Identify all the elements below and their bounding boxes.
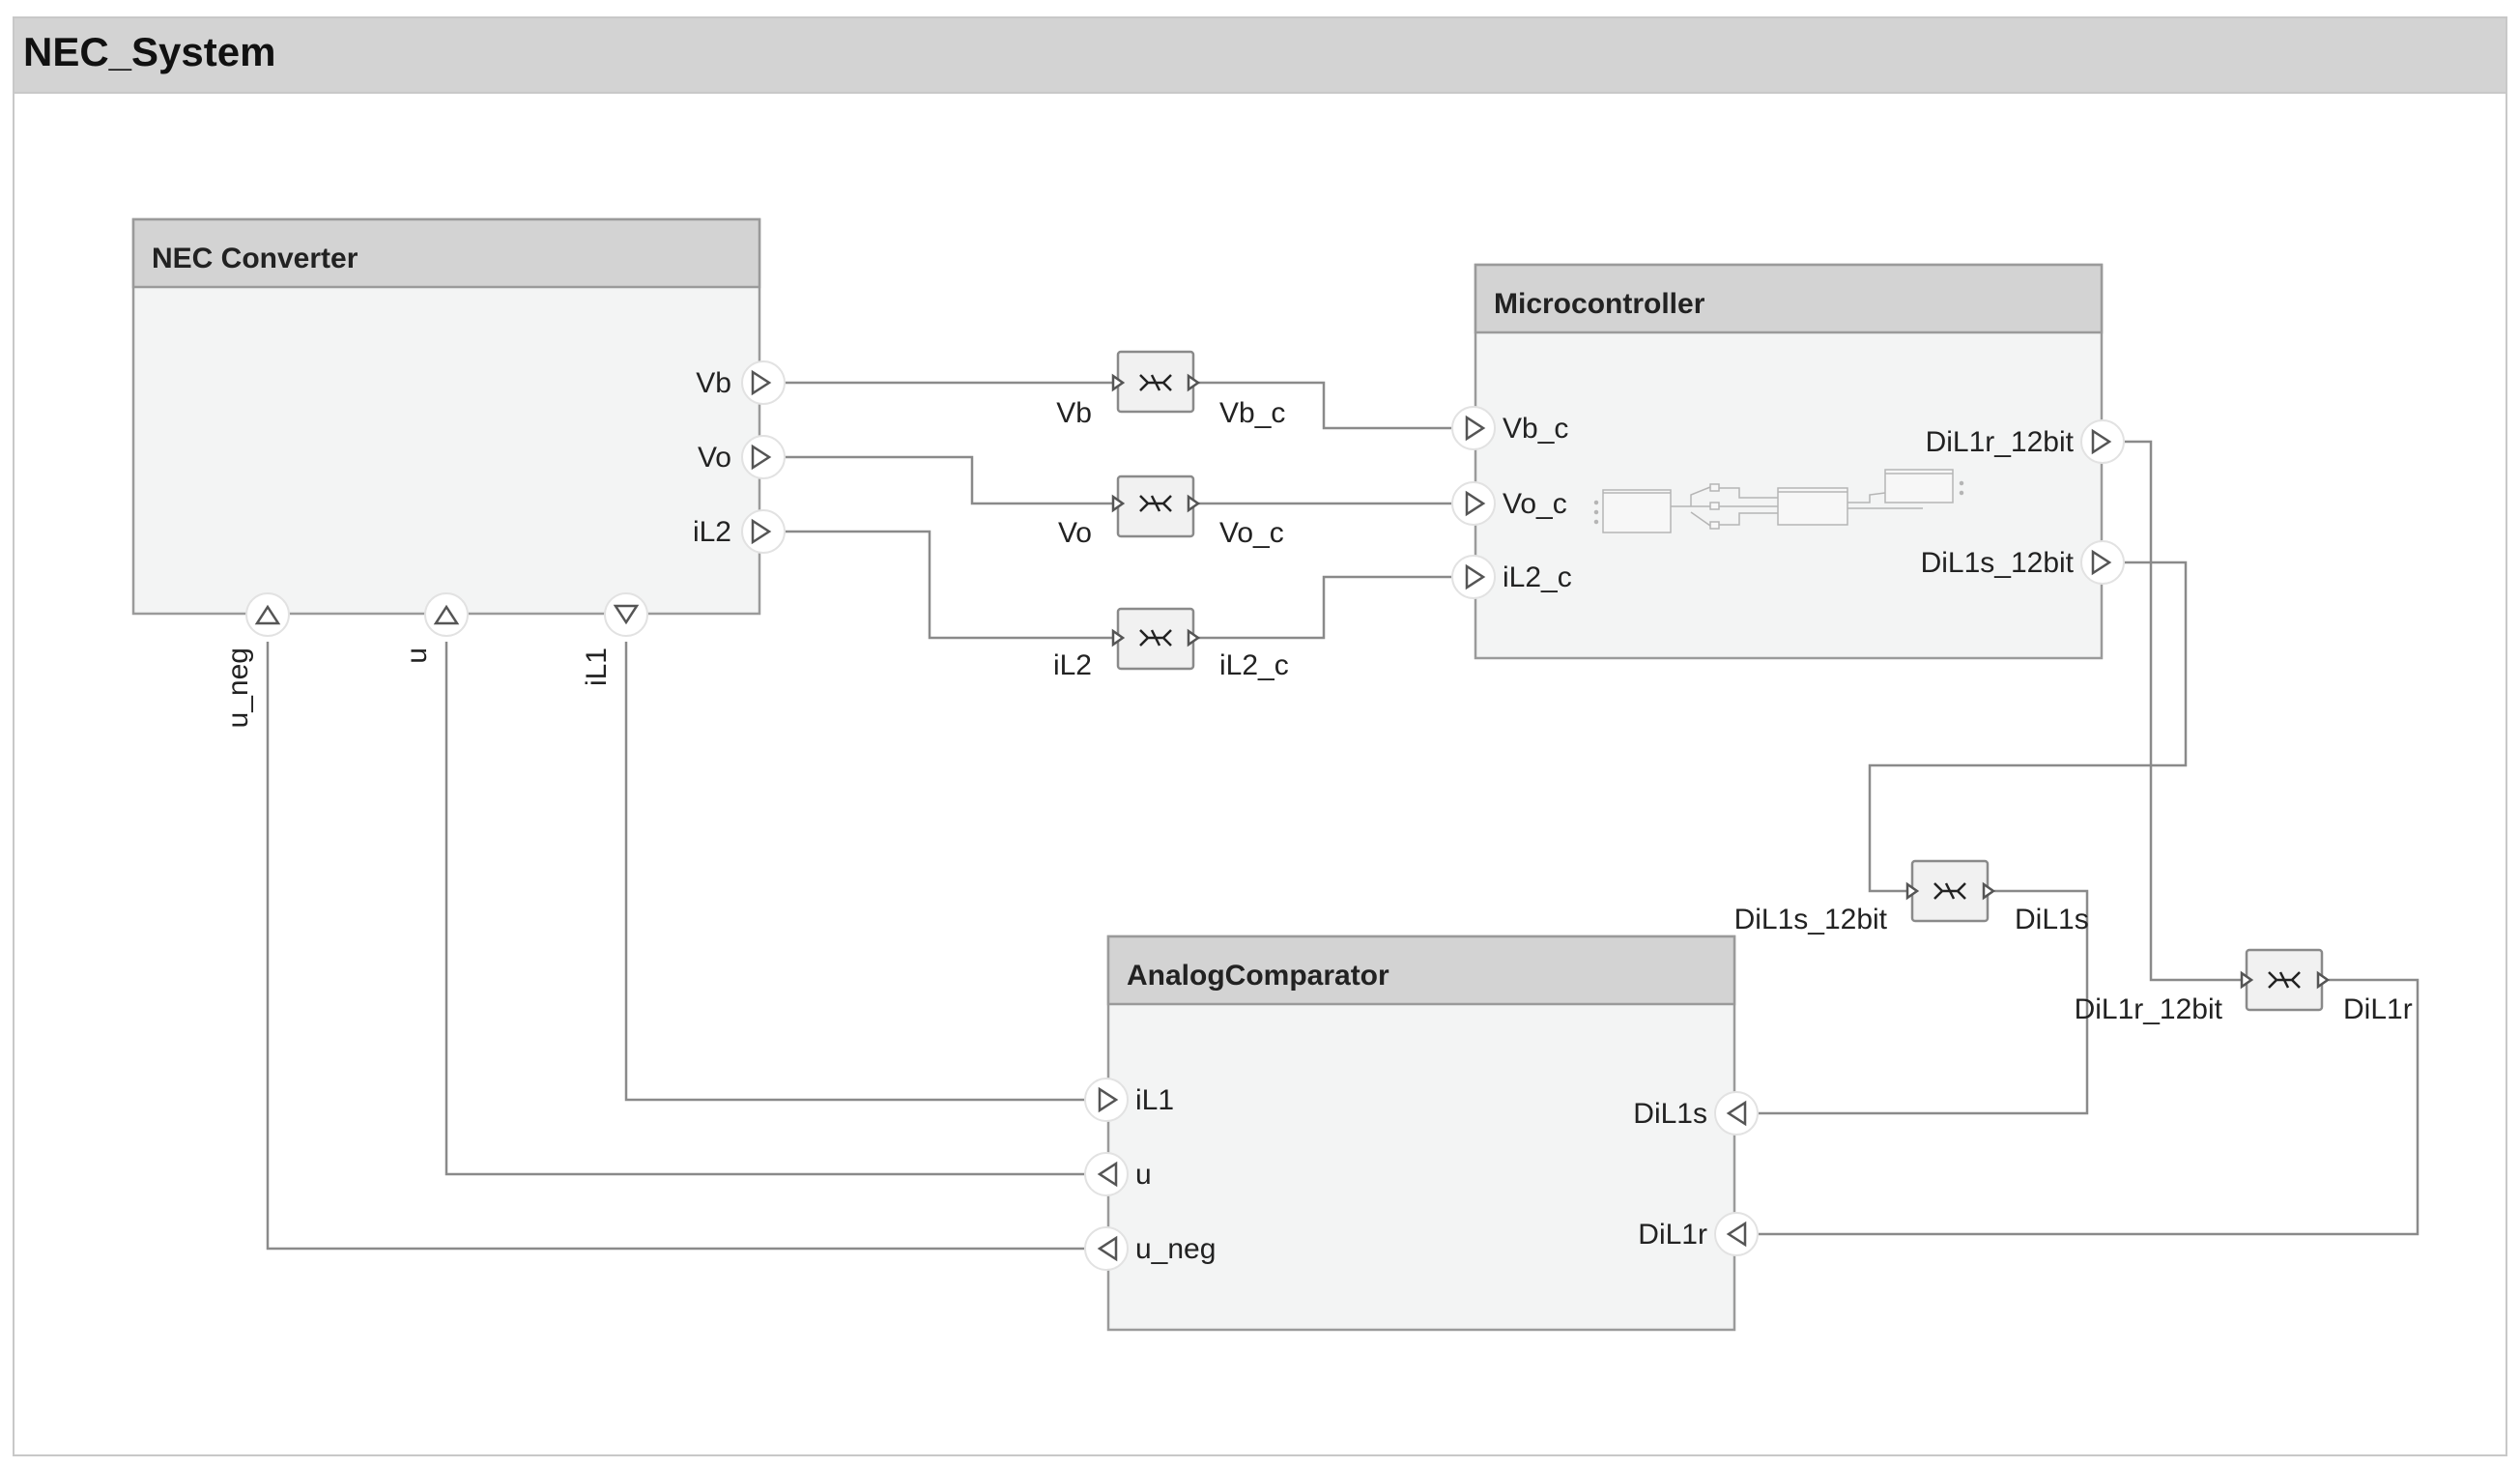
adapter-in-label: Vo [1058,517,1092,549]
triangle-up-icon [254,604,281,625]
component-title: AnalogComparator [1127,960,1389,992]
port-label: Vb [696,367,731,399]
component-nec-converter[interactable]: NEC Converter Vb Vo iL2 u_neg u [131,217,786,728]
port-label: u_neg [1135,1233,1216,1265]
adapter-icon [1139,374,1172,391]
adapter-in-label: iL2 [1053,649,1092,681]
port-label: u [401,647,433,664]
port-il2-c[interactable]: iL2_c [1451,555,1572,599]
port-dil1s-12bit[interactable]: DiL1s_12bit [1921,540,2125,585]
adapter-icon [1139,495,1172,512]
port-label: Vo_c [1503,488,1567,520]
port-u-in[interactable]: u [1084,1152,1152,1196]
adapter-out-label: iL2_c [1219,649,1289,681]
port-u-neg[interactable]: u_neg [222,592,290,728]
wire-u-neg[interactable] [266,642,1086,1251]
component-title: NEC Converter [152,243,358,274]
adapter-vb[interactable]: Vb Vb_c [1056,350,1285,429]
port-dil1r-12bit[interactable]: DiL1r_12bit [1926,419,2125,464]
triangle-right-icon [751,444,772,471]
wire-vo[interactable] [785,455,1113,505]
triangle-right-icon [1465,490,1486,517]
triangle-right-icon [2091,428,2112,455]
wire-vb-c[interactable] [1198,381,1451,430]
adapter-dil1s[interactable]: DiL1s_12bit DiL1s [1734,859,2089,935]
component-analog-comparator[interactable]: AnalogComparator iL1 u u_neg DiL1s DiL1r [1084,935,1759,1332]
port-vb-c[interactable]: Vb_c [1451,406,1568,450]
model-title: NEC_System [23,29,275,74]
wire-il1[interactable] [624,642,1086,1102]
port-label: Vb_c [1503,413,1568,445]
wire-il2-c[interactable] [1198,575,1451,640]
port-label: DiL1s [1633,1098,1707,1130]
inner-content-thumbnail [1593,469,1964,533]
adapter-in-label: DiL1r_12bit [2075,993,2223,1025]
wire-u[interactable] [444,642,1086,1176]
adapter-in-label: DiL1s_12bit [1734,904,1888,935]
triangle-down-icon [613,604,640,625]
triangle-right-icon [751,369,772,396]
wire-dil1r[interactable] [1759,978,2420,1236]
port-label: iL2 [693,516,731,548]
wire-il2[interactable] [785,530,1113,640]
port-label: iL1 [1135,1084,1174,1116]
component-microcontroller[interactable]: Microcontroller Vb_c Vo_c iL2_c DiL1r_12… [1451,263,2125,660]
wire-dil1s[interactable] [1759,889,2089,1115]
triangle-up-icon [433,604,460,625]
adapter-icon [2268,971,2301,989]
triangle-right-icon [1465,563,1486,590]
triangle-right-icon [2091,549,2112,576]
adapter-out-label: DiL1s [2015,904,2089,935]
port-vo-c[interactable]: Vo_c [1451,481,1567,526]
port-dil1s[interactable]: DiL1s [1633,1091,1759,1136]
adapter-in-label: Vb [1056,397,1092,429]
adapter-vo[interactable]: Vo Vo_c [1058,475,1284,549]
triangle-left-icon [1726,1221,1747,1248]
port-label: iL2_c [1503,561,1572,593]
adapter-icon [1139,629,1172,647]
port-label: DiL1s_12bit [1921,547,2075,579]
triangle-right-icon [1465,415,1486,442]
port-il1[interactable]: iL1 [581,592,648,686]
port-u-neg-in[interactable]: u_neg [1084,1226,1216,1271]
port-label: DiL1r [1638,1219,1707,1251]
adapter-dil1r[interactable]: DiL1r_12bit DiL1r [2075,948,2413,1025]
wire-dil1r-12bit[interactable] [2124,440,2242,982]
adapter-icon [1933,882,1966,900]
model-title-bar [13,16,2507,94]
port-label: iL1 [581,647,613,686]
triangle-right-icon [1098,1086,1119,1113]
adapter-out-label: Vo_c [1219,517,1284,549]
triangle-right-icon [751,518,772,545]
port-dil1r[interactable]: DiL1r [1638,1212,1759,1256]
port-vo[interactable]: Vo [698,435,786,479]
port-label: u [1135,1159,1152,1191]
triangle-left-icon [1726,1100,1747,1127]
port-label: Vo [698,442,731,474]
triangle-left-icon [1097,1161,1118,1188]
component-title: Microcontroller [1494,288,1705,320]
adapter-out-label: Vb_c [1219,397,1285,429]
port-il2[interactable]: iL2 [693,509,786,554]
connections [266,381,2420,1251]
adapter-out-label: DiL1r [2343,993,2413,1025]
port-u[interactable]: u [401,592,469,664]
wire-dil1s-12bit[interactable] [1868,561,2188,893]
port-label: DiL1r_12bit [1926,426,2075,458]
triangle-left-icon [1097,1235,1118,1262]
adapter-il2[interactable]: iL2 iL2_c [1053,607,1289,681]
port-vb[interactable]: Vb [696,360,786,405]
port-il1-in[interactable]: iL1 [1084,1078,1174,1122]
port-label: u_neg [222,647,254,728]
